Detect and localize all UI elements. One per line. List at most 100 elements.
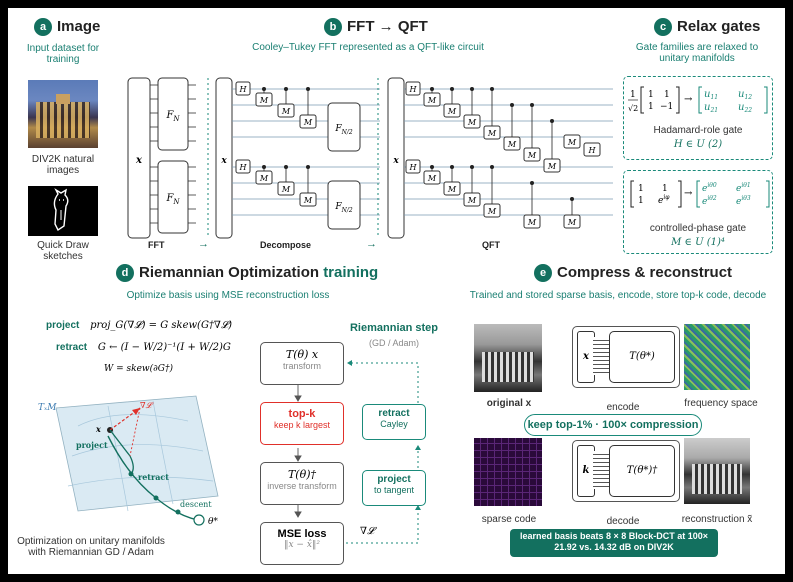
project-step-label: project [377, 474, 411, 485]
sparse-caption: sparse code [481, 514, 537, 525]
svg-text:→: → [684, 94, 693, 105]
recon-caption: reconstruction x̃ [681, 514, 753, 525]
topk-sub: keep k largest [273, 420, 331, 430]
transform-sub: transform [282, 361, 321, 371]
svg-text:M: M [527, 218, 537, 227]
panel-d-badge: d [116, 264, 134, 283]
svg-text:M: M [527, 151, 537, 160]
svg-text:M: M [547, 162, 557, 171]
panel-d-title-accent: training [323, 264, 379, 281]
panel-e-badge: e [534, 264, 552, 283]
transform-box: T(θ) x transform [260, 342, 344, 385]
keep-pill: keep top-1% · 100× compression [524, 414, 702, 436]
svg-text:H: H [239, 85, 248, 94]
project-equation-row: project proj_G(∇𝓛) = G skew(G†∇𝓛) [46, 320, 232, 331]
svg-text:M: M [281, 107, 291, 116]
riem-sub: (GD / Adam) [368, 338, 419, 348]
svg-text:x: x [220, 156, 227, 166]
gate1-group: H ∈ U (2) [673, 139, 723, 150]
svg-text:M: M [447, 107, 457, 116]
decode-caption: decode [606, 516, 640, 527]
svg-text:1: 1 [638, 184, 644, 194]
dec-t: T(θ*)† [609, 445, 675, 497]
svg-text:M: M [303, 196, 313, 205]
mse-sub: ‖x − x̂‖² [283, 540, 321, 550]
mse-box: MSE loss ‖x − x̂‖² [260, 522, 344, 565]
panel-b-subtitle: Cooley–Tukey FFT represented as a QFT-li… [252, 42, 484, 53]
sparse-code-image [474, 438, 542, 506]
circuit-diagram: x FN FN x [127, 77, 613, 239]
svg-text:1: 1 [664, 90, 670, 100]
panel-e-header: e Compress & reconstruct [534, 264, 733, 283]
result-box: learned basis beats 8 × 8 Block-DCT at 1… [510, 529, 718, 557]
svg-text:M: M [427, 174, 437, 183]
svg-text:eiφ: eiφ [658, 194, 670, 206]
svg-text:M: M [427, 96, 437, 105]
retract-step-box: retract Cayley [362, 404, 426, 440]
svg-text:eiθ1: eiθ1 [736, 182, 751, 194]
svg-text:1: 1 [638, 196, 644, 206]
svg-text:1: 1 [630, 90, 636, 100]
svg-text:u12: u12 [738, 89, 752, 101]
svg-text:H: H [409, 85, 418, 94]
retract-eq: G ← (I − W/2)⁻¹(I + W/2)G [97, 342, 231, 353]
retract-step-label: retract [378, 408, 410, 419]
svg-text:M: M [507, 140, 517, 149]
mse-label: MSE loss [277, 528, 327, 540]
svg-text:u21: u21 [704, 102, 718, 114]
project-step-box: project to tangent [362, 470, 426, 506]
fft-block: x FN FN [127, 77, 196, 239]
panel-e-subtitle: Trained and stored sparse basis, encode,… [469, 290, 767, 301]
panel-d-caption: Optimization on unitary manifolds with R… [17, 536, 165, 558]
panel-e-title: Compress & reconstruct [557, 264, 733, 281]
svg-text:M: M [567, 218, 577, 227]
svg-text:−1: −1 [660, 102, 673, 112]
project-step-sub: to tangent [373, 485, 415, 495]
original-image [474, 324, 542, 392]
svg-text:x: x [95, 424, 101, 434]
svg-text:M: M [447, 185, 457, 194]
svg-text:1: 1 [662, 184, 668, 194]
svg-text:project: project [76, 440, 108, 450]
svg-text:M: M [567, 138, 577, 147]
div2k-caption: DIV2K natural images [31, 154, 95, 176]
transform-label: T(θ) x [285, 348, 319, 361]
manifold-diagram: TₓM x ∇𝓛 project retract descent θ* [38, 395, 219, 527]
svg-text:M: M [467, 196, 477, 205]
inverse-label: T(θ)† [287, 468, 317, 481]
svg-text:eiθ2: eiθ2 [702, 195, 717, 207]
panel-d-title: Riemannian Optimization [139, 264, 320, 281]
svg-text:eiθ0: eiθ0 [702, 182, 717, 194]
div2k-image [28, 80, 98, 148]
retract-equation-row: retract G ← (I − W/2)⁻¹(I + W/2)G [56, 342, 231, 353]
retract-eq-label: retract [56, 342, 88, 353]
panel-a-badge: a [34, 18, 52, 37]
svg-text:x: x [135, 155, 143, 166]
svg-text:descent: descent [180, 500, 212, 509]
freq-caption: frequency space [684, 398, 758, 409]
inverse-box: T(θ)† inverse transform [260, 462, 344, 505]
panel-c-badge: c [654, 18, 672, 37]
svg-text:θ*: θ* [208, 517, 218, 527]
panel-c-subtitle: Gate families are relaxed to unitary man… [635, 42, 759, 64]
gate1-name: Hadamard-role gate [653, 125, 743, 136]
arrow-icon-2: → [366, 238, 377, 250]
svg-text:u11: u11 [704, 89, 718, 101]
svg-text:u22: u22 [738, 102, 752, 114]
quickdraw-image [28, 186, 98, 236]
panel-a-subtitle: Input dataset for training [26, 43, 100, 65]
svg-text:TₓM: TₓM [38, 403, 57, 413]
svg-text:M: M [259, 174, 269, 183]
gate2-group: M ∈ U (1)⁴ [671, 237, 725, 248]
topk-label: top-k [288, 408, 316, 420]
encoder-box: x T(θ*) [572, 326, 680, 388]
